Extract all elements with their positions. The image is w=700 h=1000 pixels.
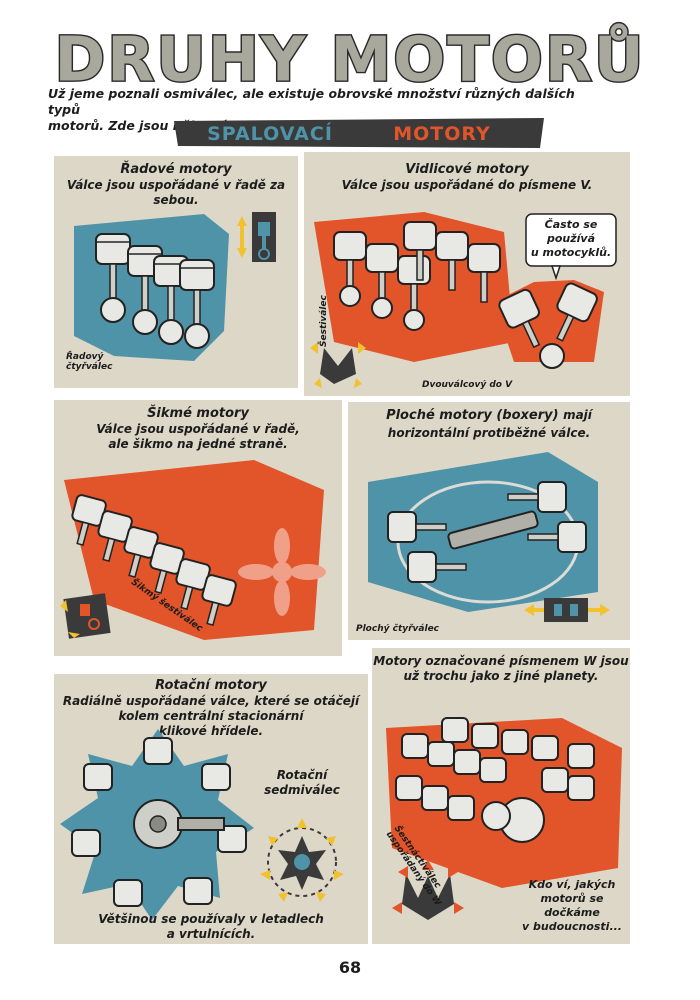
panel-boxer-title: Ploché motory (boxery): [386, 408, 559, 423]
v-twin: [494, 280, 604, 369]
panel-inline-engines: Řadové motory Válce jsou uspořádané v řa…: [54, 156, 298, 388]
slant-desc-line-2: ale šikmo na jedné straně.: [108, 437, 288, 451]
w-engine-illustration: [386, 717, 622, 920]
panel-w-engines: Motory označované písmenem W jsou už tro…: [372, 648, 630, 944]
boxer-engine-illustration: [368, 452, 610, 622]
boxer-symbol: [524, 598, 610, 622]
panel-inline-title: Řadové motory: [120, 162, 232, 177]
panel-rotary-title: Rotační motory: [155, 678, 267, 693]
rotary-label-line-1: Rotační: [276, 768, 328, 782]
w-foot-line-3: dočkáme: [544, 906, 600, 919]
section-banner: SPALOVACÍ MOTORY: [174, 118, 544, 148]
banner-word-2: MOTORY: [393, 123, 491, 145]
rotary-desc-line-1: Radiálně uspořádané válce, které se otáč…: [62, 694, 360, 708]
inline-piston-symbol: [237, 212, 276, 262]
slant-symbol: [60, 593, 111, 639]
panel-slant-desc: Válce jsou uspořádané v řadě, ale šikmo …: [54, 422, 342, 452]
panel-v-desc: Válce jsou uspořádané do písmene V.: [341, 178, 593, 192]
inline-label-line-1: Řadový: [66, 352, 104, 362]
panel-inline-desc: Válce jsou uspořádané v řadě za sebou.: [66, 178, 286, 207]
panel-boxer-engines: Ploché motory (boxery) mají horizontální…: [348, 402, 630, 640]
panel-slant-title: Šikmé motory: [147, 406, 249, 421]
v-symbol: [310, 342, 366, 388]
page-number: 68: [338, 958, 362, 977]
panel-boxer-title-row: Ploché motory (boxery) mají: [348, 408, 630, 423]
w-symbol: [392, 860, 464, 920]
slant-pistons: [71, 494, 237, 626]
title-text: DRUHY MOTORŮ: [55, 25, 646, 92]
v-engine-illustration: [310, 212, 617, 388]
slant-engine-illustration: [60, 460, 326, 640]
panel-slant-engines: Šikmé motory Válce jsou uspořádané v řad…: [54, 400, 342, 656]
w-pistons: [395, 717, 595, 843]
inline-label: Řadový čtyřválec: [66, 352, 112, 372]
v-bottom-label: Dvouválcový do V: [422, 380, 513, 390]
bubble-text: Často se používá u motocyklů.: [526, 218, 616, 260]
w-desc-line-2: už trochu jako z jiné planety.: [403, 669, 599, 683]
w-desc-line-1: Motory označované písmenem W jsou: [373, 654, 629, 668]
rotary-side-label: Rotační sedmiválec: [260, 768, 344, 798]
panel-v-engines: Vidlicové motory Válce jsou uspořádané d…: [304, 152, 630, 396]
rotary-foot-line-1: Většinou se používaly v letadlech: [98, 912, 324, 926]
fan-icon: [238, 528, 326, 616]
bubble-line-1: Často se: [544, 218, 598, 231]
v6-pistons: [333, 221, 501, 331]
panel-rotary-desc: Radiálně uspořádané válce, které se otáč…: [54, 694, 368, 739]
page-title: DRUHY MOTORŮ: [53, 23, 646, 92]
inline-engine-illustration: [74, 212, 276, 361]
panel-v-title: Vidlicové motory: [405, 162, 529, 177]
w-foot-line-2: motorů se: [540, 892, 604, 905]
w-foot-line-1: Kdo ví, jakých: [528, 878, 616, 891]
panel-w-desc: Motory označované písmenem W jsou už tro…: [372, 654, 630, 684]
rotary-desc-line-3: klikové hřídele.: [158, 724, 264, 738]
bubble-line-2: používá: [546, 232, 596, 245]
boxer-label: Plochý čtyřválec: [356, 624, 440, 634]
rotary-star: [60, 729, 254, 920]
boxer-pistons: [387, 481, 587, 583]
panel-rotary-engines: Rotační motory Radiálně uspořádané válce…: [54, 674, 368, 944]
inline-pistons: [95, 233, 215, 349]
slant-desc-line-1: Válce jsou uspořádané v řadě,: [96, 422, 300, 436]
intro-line-1: Už jeme poznali osmiválec, ale existuje …: [48, 86, 575, 117]
w-foot: Kdo ví, jakých motorů se dočkáme v budou…: [520, 878, 624, 934]
w-foot-line-4: v budoucnosti...: [522, 920, 622, 933]
panel-boxer-title-suffix: mají: [563, 408, 592, 422]
banner-word-1: SPALOVACÍ: [207, 122, 333, 145]
rotary-symbol: [260, 818, 344, 902]
rotary-foot-line-2: a vrtulnících.: [166, 927, 256, 941]
speech-bubble: [525, 213, 617, 281]
panel-boxer-desc: horizontální protiběžné válce.: [387, 426, 591, 440]
inline-label-line-2: čtyřválec: [66, 362, 113, 372]
v-side-label: Šestiválec: [319, 295, 329, 347]
rotary-engine-illustration: [60, 729, 344, 920]
rotary-foot: Většinou se používaly v letadlech a vrtu…: [54, 912, 368, 942]
rotary-desc-line-2: kolem centrální stacionární: [118, 709, 304, 723]
bubble-line-3: u motocyklů.: [530, 246, 612, 259]
rotary-label-line-2: sedmiválec: [264, 783, 340, 797]
